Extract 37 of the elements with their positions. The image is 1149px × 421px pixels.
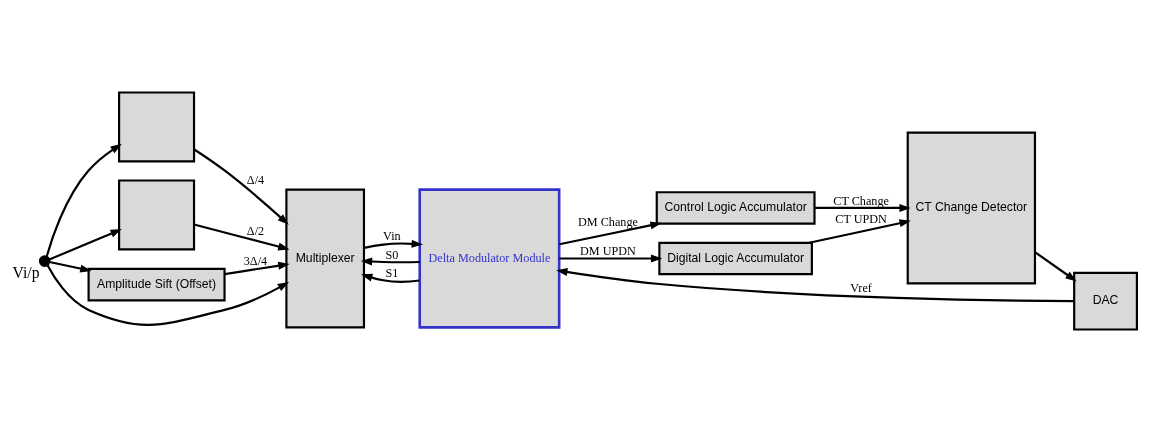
edge-label: 3Δ/4 — [243, 253, 268, 268]
arrow — [224, 261, 290, 275]
edge-label: DM Change — [578, 214, 638, 229]
node-box: Delta Modulator Module — [418, 187, 561, 329]
arrow — [364, 239, 423, 249]
arrow — [45, 143, 122, 257]
arrow — [809, 218, 911, 244]
node-box: Control Logic Accumulator — [655, 190, 816, 225]
arrow — [48, 228, 122, 261]
node-box — [118, 178, 196, 250]
node-box: Amplitude Sift (Offset) — [87, 267, 226, 301]
node-box — [118, 90, 196, 162]
arrow — [361, 273, 420, 283]
edge-label: DM UPDN — [580, 243, 636, 258]
arrow — [193, 148, 289, 225]
edge-label: CT Change — [833, 193, 889, 208]
edge-label: Vin — [383, 228, 401, 243]
arrow — [559, 220, 662, 245]
edge-label: Δ/2 — [246, 223, 265, 238]
arrow — [193, 222, 290, 250]
arrow — [814, 203, 911, 212]
edge-label: CT UPDN — [835, 211, 887, 226]
node-box: Multiplexer — [285, 188, 366, 328]
node-circle — [38, 254, 51, 267]
edge-label: Vref — [850, 280, 872, 295]
node-box: Digital Logic Accumulator — [658, 241, 813, 275]
edge-label: S0 — [385, 247, 399, 262]
node-label: Vi/p — [12, 263, 40, 281]
arrow — [49, 260, 92, 272]
arrow — [559, 254, 663, 262]
arrow — [1034, 251, 1077, 281]
node-box: CT Change Detector — [906, 131, 1037, 284]
arrow — [556, 267, 1074, 302]
edge-label: Δ/4 — [246, 172, 265, 187]
edge-label: S1 — [385, 265, 399, 280]
node-box: DAC — [1073, 271, 1138, 331]
arrow — [360, 257, 420, 266]
